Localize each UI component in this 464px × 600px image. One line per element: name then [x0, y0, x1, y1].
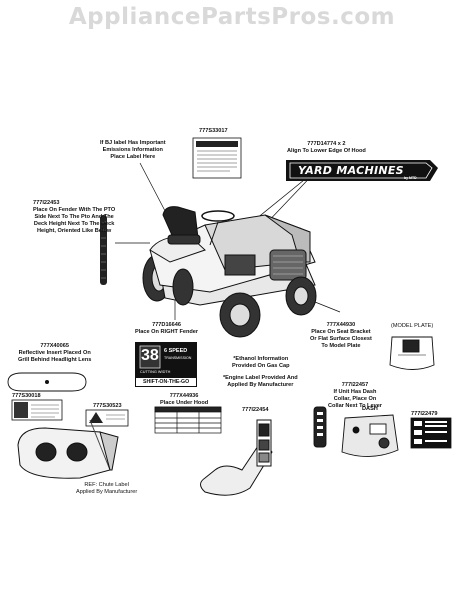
- note-line: Reflective Insert Placed On: [18, 350, 91, 356]
- note-line: Place On Fender With The PTO: [33, 207, 116, 213]
- watermark: AppliancePartsPros.com: [68, 4, 396, 30]
- part-number-777x44936: 777X44936: [169, 393, 199, 399]
- emissions-label-graphic: [192, 137, 242, 179]
- deck-height-decal-graphic: [100, 215, 107, 285]
- badge-shift-on-the-go: SHIFT-ON-THE-GO: [143, 379, 190, 385]
- note-line: *Engine Label Provided And: [223, 375, 298, 381]
- note-line: Applied By Manufacturer: [227, 382, 294, 388]
- by-mtd-text: by MTD: [404, 176, 417, 180]
- note-line: Or Flat Surface Closest: [310, 336, 372, 342]
- yard-machines-logo-text: YARD MACHINES: [298, 164, 404, 177]
- seat-bracket-note: 777X44930 Place On Seat Bracket Or Flat …: [310, 322, 372, 350]
- badge-speed: 6 SPEED: [164, 348, 188, 354]
- part-number-777x44930: 777X44930: [326, 322, 356, 328]
- badge-number: 38: [141, 347, 159, 364]
- note-line: Place On Seat Bracket: [311, 329, 371, 335]
- reflector-note: 777X40065 Reflective Insert Placed On Gr…: [18, 343, 91, 364]
- badge-cutting-width: CUTTING WIDTH: [140, 370, 171, 374]
- part-number-777s30018: 777S30018: [12, 393, 41, 399]
- discharge-chute-graphic: [17, 419, 119, 479]
- part-number-777i22453: 777I22453: [33, 200, 60, 206]
- dash-label-graphic: [410, 417, 452, 449]
- note-line: Collar Next To Lever: [328, 403, 382, 409]
- dash-collar-note: 777I22457 If Unit Has Dash Collar, Place…: [328, 382, 382, 410]
- note-line: Place Under Hood: [160, 400, 209, 406]
- note-line: Deck Height Next To The Deck: [33, 221, 115, 227]
- deck-height-decal-note: 777I22453 Place On Fender With The PTO S…: [33, 200, 115, 235]
- note-line: Side Next To The Pto And The: [34, 214, 114, 220]
- note-line: Collar, Place On: [333, 396, 377, 402]
- note-line: Place Label Here: [110, 154, 156, 160]
- dash-panel-graphic: [341, 414, 399, 457]
- under-hood-chart-graphic: [154, 406, 222, 434]
- warning-label-graphic: [11, 399, 63, 421]
- note-line: Provided On Gas Cap: [232, 363, 290, 369]
- under-hood-note: 777X44936 Place Under Hood: [160, 393, 208, 407]
- part-number-777i22479: 777I22479: [411, 411, 438, 417]
- part-number-777i22457: 777I22457: [341, 382, 369, 388]
- cutting-width-decal-note: 777D16646 Place On RIGHT Fender: [135, 322, 198, 336]
- dash-collar-graphic: [313, 406, 327, 448]
- chute-warning-label-graphic: [85, 409, 129, 427]
- note-line: REF: Chute Label: [84, 482, 129, 488]
- ethanol-note: *Ethanol Information Provided On Gas Cap: [232, 356, 290, 370]
- note-line: If BJ label Has Important: [100, 140, 166, 146]
- part-number-777i22454: 777I22454: [242, 407, 269, 413]
- part-number-777s33017: 777S33017: [199, 128, 228, 134]
- engine-note: *Engine Label Provided And Applied By Ma…: [223, 375, 298, 389]
- cutting-width-decal-graphic: [135, 342, 197, 387]
- note-line: Align To Lower Edge Of Hood: [287, 148, 366, 154]
- riding-mower-graphic: [142, 206, 317, 338]
- badge-transmission: TRANSMISSION: [164, 356, 192, 360]
- model-plate-label: (MODEL PLATE): [391, 323, 434, 329]
- part-number-777d16646: 777D16646: [152, 322, 182, 328]
- note-line: *Ethanol Information: [233, 356, 289, 362]
- dash-label: DASH: [362, 406, 378, 412]
- lift-lever-graphic: [200, 419, 273, 496]
- yard-machines-decal-note: 777D14774 x 2 Align To Lower Edge Of Hoo…: [287, 141, 366, 155]
- bj-label-note: If BJ label Has Important Emissions Info…: [100, 140, 166, 161]
- note-line: Grill Behind Headlight Lens: [18, 357, 92, 363]
- note-line: Applied By Manufacturer: [76, 489, 138, 495]
- reflector-graphic: [7, 372, 87, 392]
- note-line: If Unit Has Dash: [333, 389, 377, 395]
- seat-bracket-graphic: [389, 336, 435, 370]
- part-number-777s30523: 777S30523: [93, 403, 122, 409]
- part-number-777x40065: 777X40065: [40, 343, 69, 349]
- note-line: Place On RIGHT Fender: [135, 329, 199, 335]
- chute-label-note: REF: Chute Label Applied By Manufacturer: [76, 482, 137, 496]
- yard-machines-decal-graphic: [286, 160, 438, 181]
- part-number-777d14774: 777D14774 x 2: [307, 141, 346, 147]
- note-line: To Model Plate: [321, 343, 361, 349]
- note-line: Height, Oriented Like Below: [36, 228, 112, 234]
- note-line: Emissions Information: [102, 147, 163, 153]
